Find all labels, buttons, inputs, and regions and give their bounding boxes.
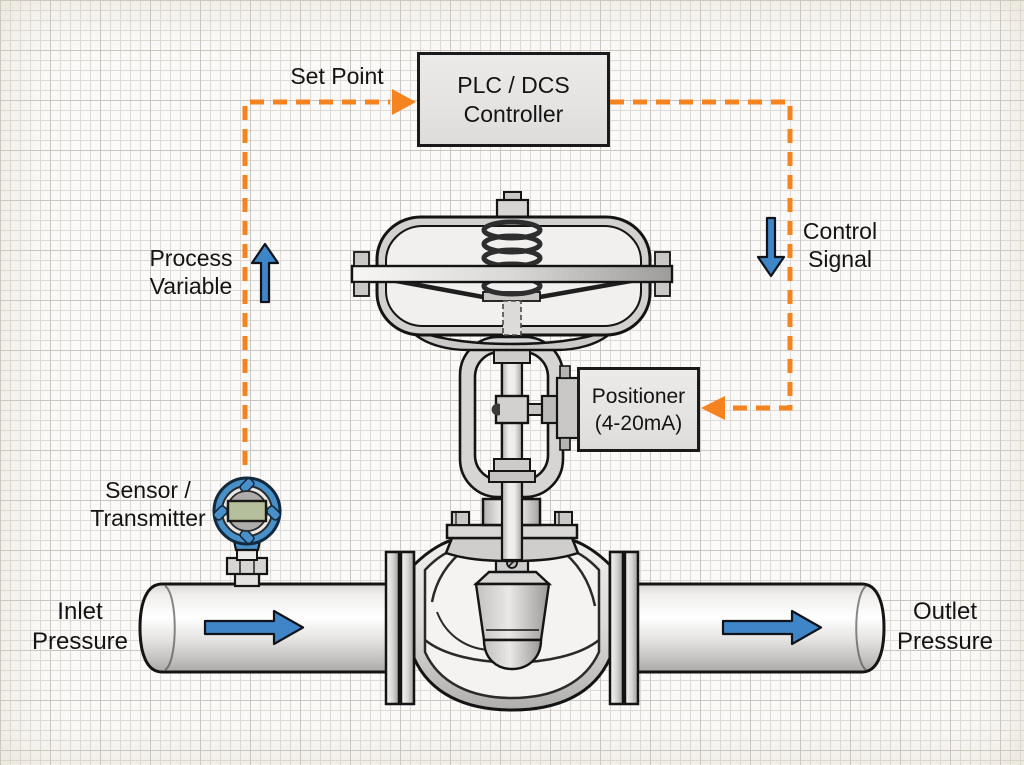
signal-lines — [242, 99, 793, 465]
positioner-box-line1: Positioner — [591, 384, 686, 408]
control-signal-label: Control Signal — [803, 217, 877, 273]
stem-clamp — [491, 394, 561, 425]
plc-box-line2: Controller — [463, 100, 564, 127]
plc-box-line1: PLC / DCS — [457, 71, 570, 98]
process-variable-line1: Process — [149, 245, 233, 271]
sensor-bezel-tabs — [212, 477, 282, 545]
actuator-flange-band — [350, 251, 674, 297]
flow-arrow-inlet-icon — [203, 609, 305, 646]
flow-arrow-outlet-icon — [721, 609, 823, 646]
process-variable-line2: Variable — [149, 273, 233, 299]
control-signal-line2: Signal — [808, 246, 872, 272]
valve-flange-left — [384, 550, 416, 706]
control-signal-down-arrow-icon — [756, 216, 786, 278]
sensor-label-line1: Sensor / — [105, 477, 191, 503]
control-signal-line1: Control — [802, 218, 878, 244]
process-variable-label: Process Variable — [149, 244, 232, 300]
process-variable-signal-line — [242, 99, 390, 465]
sensor-transmitter-device — [212, 476, 282, 588]
positioner-mount — [555, 365, 581, 451]
diaphragm-actuator — [350, 191, 674, 352]
signal-arrowhead-left-icon — [701, 396, 725, 420]
inlet-label-line2: Pressure — [31, 628, 129, 655]
actuator-stem — [502, 300, 522, 336]
sensor-lcd-display — [226, 499, 268, 523]
control-signal-line — [610, 99, 793, 411]
process-variable-up-arrow-icon — [250, 242, 280, 304]
positioner-box: Positioner (4-20mA) — [577, 367, 700, 452]
plc-dcs-controller-box: PLC / DCS Controller — [417, 52, 610, 147]
valve-flange-right — [608, 550, 640, 706]
set-point-label: Set Point — [290, 63, 384, 89]
inlet-pressure-label: Inlet Pressure — [32, 597, 128, 657]
outlet-pressure-label: Outlet Pressure — [897, 597, 993, 657]
arrows — [203, 216, 823, 646]
outlet-label-line2: Pressure — [896, 628, 994, 655]
outlet-label-line1: Outlet — [912, 598, 978, 625]
sensor-transmitter-label: Sensor / Transmitter — [90, 476, 205, 532]
sensor-label-line2: Transmitter — [90, 505, 206, 531]
inlet-label-line1: Inlet — [57, 598, 103, 625]
positioner-box-line2: (4-20mA) — [594, 411, 683, 435]
signal-arrowhead-right-icon — [392, 89, 416, 115]
